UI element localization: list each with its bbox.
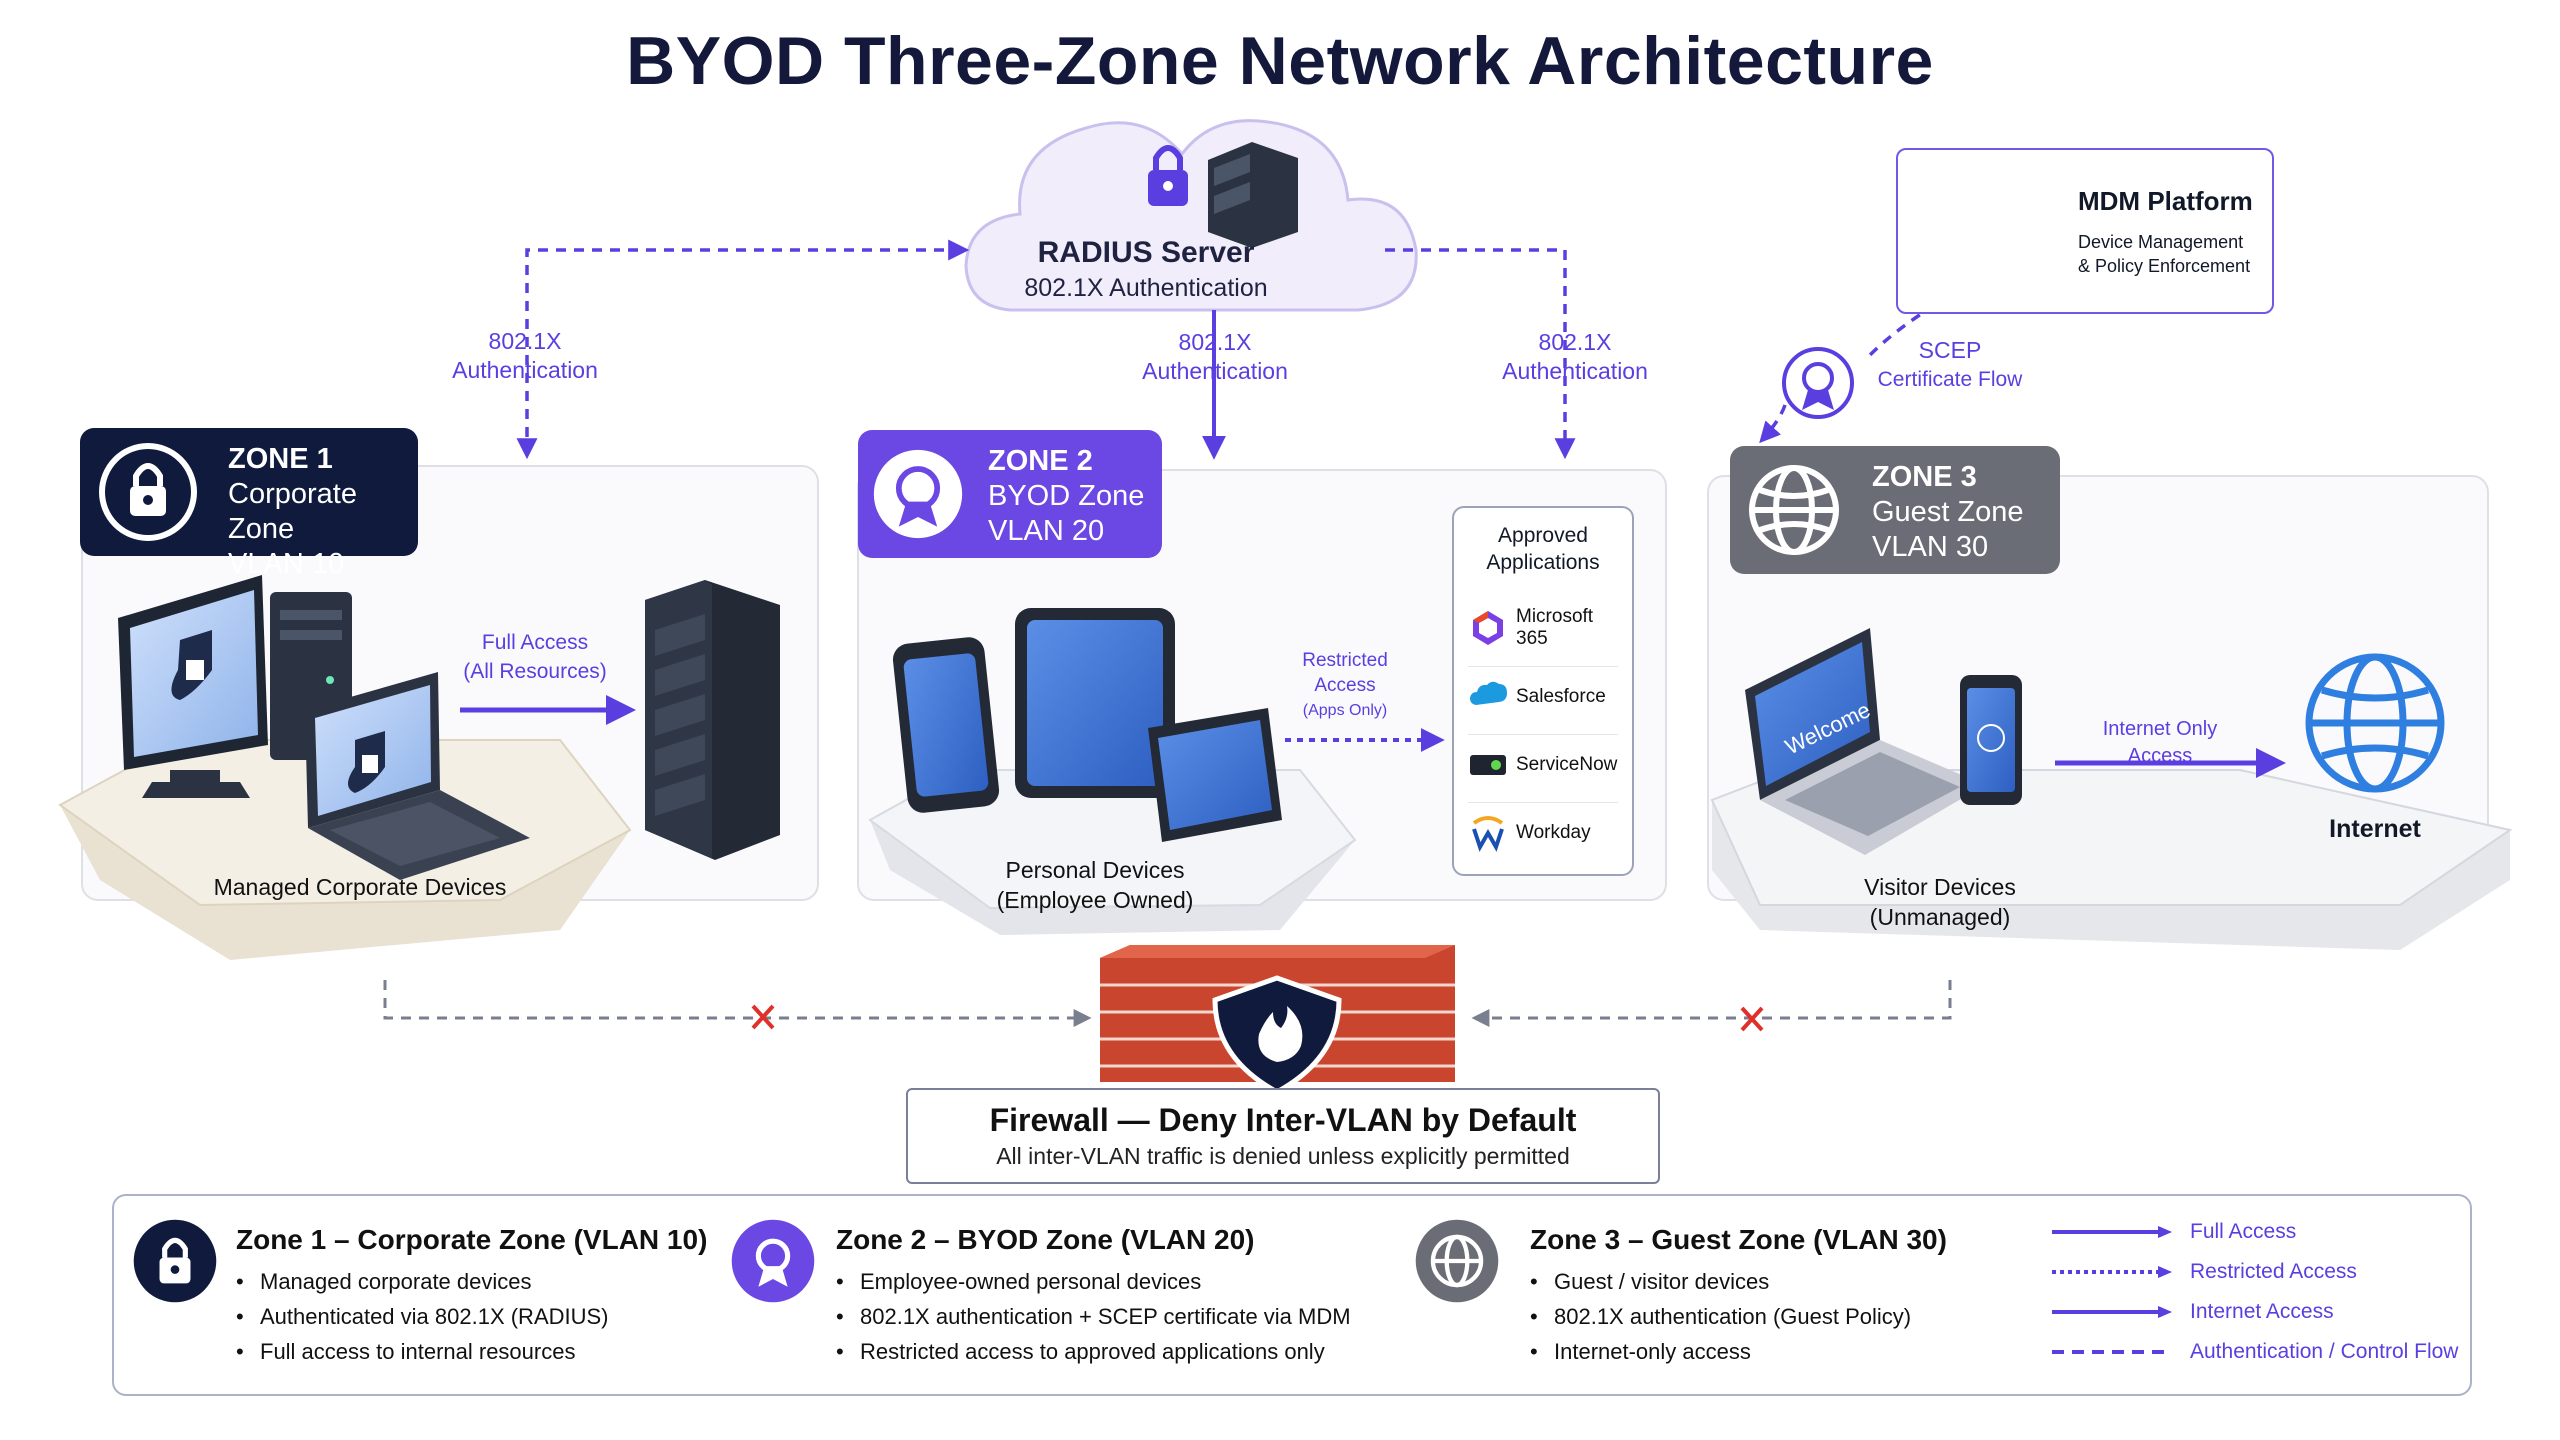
corporate-server-rack-icon xyxy=(645,580,780,860)
legend-key-full-access: Full Access xyxy=(2050,1218,2490,1248)
zone2-devices-caption: Personal Devices(Employee Owned) xyxy=(996,857,1194,913)
zone2-label: ZONE 2 xyxy=(988,445,1093,477)
legend-zone2-title: Zone 2 – BYOD Zone (VLAN 20) xyxy=(836,1224,1255,1255)
deny-x-right-icon xyxy=(1740,1006,1764,1032)
firewall-subtitle: All inter-VLAN traffic is denied unless … xyxy=(996,1143,1570,1169)
deny-x-left-icon xyxy=(751,1004,775,1030)
radius-server-label: RADIUS Server xyxy=(1037,236,1255,269)
zone3-label: ZONE 3 xyxy=(1872,461,1977,493)
microsoft-365-icon xyxy=(1473,611,1503,645)
legend-key-restricted-access: Restricted Access xyxy=(2050,1258,2490,1288)
legend-globe-icon xyxy=(1415,1219,1499,1303)
zone1-badge: ZONE 1 Corporate Zone VLAN 10 xyxy=(80,428,418,580)
zone3-devices-caption: Visitor Devices(Unmanaged) xyxy=(1864,874,2016,930)
app-workday[interactable]: Workday xyxy=(1468,802,1618,863)
padlock-icon xyxy=(99,443,197,541)
legend-zone1-title: Zone 1 – Corporate Zone (VLAN 10) xyxy=(236,1224,708,1255)
full-access-label: Full Access(All Resources) xyxy=(463,631,607,683)
legend-zone1-list: Managed corporate devices Authenticated … xyxy=(236,1264,609,1369)
byod-small-tablet-icon xyxy=(1148,708,1282,842)
salesforce-cloud-icon xyxy=(1470,681,1507,705)
zone3-name: Guest Zone xyxy=(1872,496,2024,528)
firewall-title: Firewall — Deny Inter-VLAN by Default xyxy=(989,1102,1577,1138)
visitor-phone-icon xyxy=(1960,675,2022,805)
dashed-line-icon xyxy=(2052,1350,2172,1354)
app-salesforce[interactable]: Salesforce xyxy=(1468,666,1618,727)
app-microsoft-365[interactable]: Microsoft 365 xyxy=(1468,598,1618,658)
zone1-vlan: VLAN 10 xyxy=(228,548,345,580)
mdm-subtitle: Device Management& Policy Enforcement xyxy=(2078,232,2251,276)
byod-tablet-icon xyxy=(1015,608,1175,798)
page-title: BYOD Three-Zone Network Architecture xyxy=(626,23,1934,99)
zone2-name: BYOD Zone xyxy=(988,480,1145,512)
zone2-badge: ZONE 2 BYOD Zone VLAN 20 xyxy=(858,430,1162,558)
zone1-name: Corporate Zone xyxy=(228,478,357,545)
mdm-platform-box: MDM Platform Device Management& Policy E… xyxy=(1896,148,2274,314)
servicenow-icon xyxy=(1470,755,1506,775)
zone1-devices-caption: Managed Corporate Devices xyxy=(213,874,507,900)
solid-arrow-icon xyxy=(2052,1226,2172,1238)
dotted-arrow-icon xyxy=(2052,1266,2172,1278)
auth-flow-left xyxy=(516,239,970,460)
zone2-vlan: VLAN 20 xyxy=(988,515,1105,547)
radius-server-sublabel: 802.1X Authentication xyxy=(1024,274,1268,302)
certificate-badge-icon xyxy=(1782,347,1854,419)
legend-key-auth-flow: Authentication / Control Flow xyxy=(2050,1338,2490,1368)
legend-certificate-icon xyxy=(731,1219,815,1303)
app-servicenow[interactable]: ServiceNow xyxy=(1468,734,1618,795)
padlock-icon xyxy=(1148,145,1188,206)
visitor-laptop-icon: Welcome xyxy=(1745,628,1985,855)
globe-icon xyxy=(1749,465,1839,555)
solid-arrow-icon xyxy=(2052,1306,2172,1318)
legend-zone3-title: Zone 3 – Guest Zone (VLAN 30) xyxy=(1530,1224,1947,1255)
firewall-caption-box: Firewall — Deny Inter-VLAN by Default Al… xyxy=(906,1088,1660,1184)
internet-globe-icon xyxy=(2305,653,2445,793)
workday-icon xyxy=(1472,816,1504,852)
legend-padlock-icon xyxy=(133,1219,217,1303)
internet-label: Internet xyxy=(2329,815,2421,843)
mdm-title: MDM Platform xyxy=(2078,186,2253,216)
byod-phone-icon xyxy=(892,637,1000,813)
zone3-badge: ZONE 3 Guest Zone VLAN 30 xyxy=(1730,446,2060,574)
certificate-badge-icon xyxy=(873,449,963,539)
legend-zone2-list: Employee-owned personal devices 802.1X a… xyxy=(836,1264,1351,1369)
deny-flow-right xyxy=(1471,980,1952,1027)
auth-flow-right xyxy=(1385,248,1576,460)
zone1-label: ZONE 1 xyxy=(228,443,333,475)
legend-key-internet-access: Internet Access xyxy=(2050,1298,2490,1328)
legend-zone3-list: Guest / visitor devices 802.1X authentic… xyxy=(1530,1264,1911,1369)
corporate-monitor-icon xyxy=(118,575,268,798)
legend-key: Full Access Restricted Access Internet A… xyxy=(2050,1218,2458,1378)
zone3-vlan: VLAN 30 xyxy=(1872,531,1989,563)
corporate-laptop-icon xyxy=(305,672,530,880)
radius-server-icon xyxy=(1208,142,1298,248)
firewall-wall-icon xyxy=(1100,945,1455,1095)
radius-cloud xyxy=(964,119,1418,312)
deny-flow-left xyxy=(383,980,1092,1027)
